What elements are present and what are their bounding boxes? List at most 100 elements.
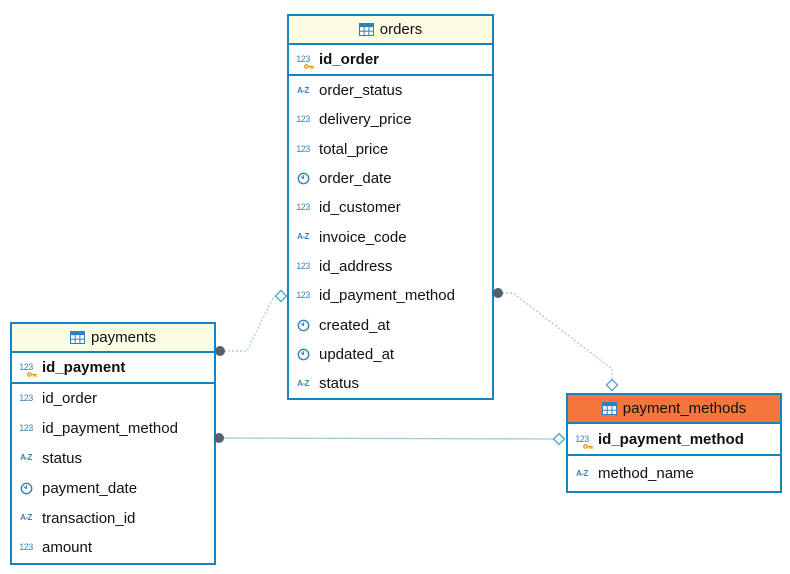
- type-icon: [294, 319, 312, 332]
- type-icon: 123: [294, 115, 312, 124]
- clock-icon: [297, 348, 309, 361]
- type-icon: A-Z: [294, 85, 312, 95]
- column-name: id_payment_method: [598, 430, 744, 448]
- entity-title: orders: [379, 21, 423, 38]
- type-icon: 123: [17, 424, 35, 433]
- column-name: id_payment: [42, 359, 126, 376]
- primary-key-row[interactable]: 123 id_order: [289, 45, 492, 76]
- entity-title: payment_methods: [622, 400, 747, 417]
- connector-circle-end: [493, 288, 503, 298]
- primary-key-row[interactable]: 123 id_payment_method: [568, 424, 780, 456]
- column-name: id_customer: [319, 199, 401, 217]
- number-type-icon: 123: [296, 290, 310, 301]
- entity-table-payment_methods[interactable]: payment_methods 123 id_payment_method A-…: [566, 393, 782, 493]
- rel-payments-to-orders[interactable]: [215, 289, 288, 357]
- column-row-id_address[interactable]: 123 id_address: [289, 251, 492, 282]
- number-type-icon: 123: [296, 114, 310, 125]
- table-grid-icon: [358, 23, 374, 36]
- type-icon: [17, 482, 35, 495]
- text-type-icon: A-Z: [297, 232, 309, 242]
- pk-type-icon: 123: [573, 434, 593, 449]
- column-name: delivery_price: [319, 111, 412, 129]
- column-name: amount: [42, 539, 93, 557]
- column-row-order_status[interactable]: A-Z order_status: [289, 76, 492, 106]
- entity-header[interactable]: payments: [12, 324, 214, 353]
- primary-key-row[interactable]: 123 id_payment: [12, 353, 214, 384]
- column-name: order_status: [319, 82, 403, 100]
- column-row-transaction_id[interactable]: A-Z transaction_id: [12, 503, 214, 533]
- type-icon: A-Z: [573, 468, 591, 478]
- type-icon: [294, 348, 312, 361]
- rel-orders-to-payment_methods[interactable]: [493, 288, 619, 392]
- entity-table-payments[interactable]: payments 123 id_payment 123 id_order 123…: [10, 322, 216, 565]
- column-name: id_address: [319, 257, 393, 275]
- entity-table-orders[interactable]: orders 123 id_order A-Z order_status 123…: [287, 14, 494, 401]
- type-icon: A-Z: [294, 378, 312, 388]
- key-icon: [26, 372, 37, 377]
- entity-title: payments: [90, 329, 157, 346]
- connector-diamond-end: [552, 432, 566, 446]
- column-row-created_at[interactable]: created_at: [289, 310, 492, 340]
- number-type-icon: 123: [19, 542, 33, 553]
- column-row-invoice_code[interactable]: A-Z invoice_code: [289, 222, 492, 252]
- number-type-icon: 123: [19, 363, 37, 377]
- column-name: id_order: [42, 390, 98, 408]
- text-type-icon: A-Z: [297, 85, 309, 95]
- column-row-status[interactable]: A-Z status: [12, 443, 214, 474]
- column-row-amount[interactable]: 123 amount: [12, 532, 214, 563]
- column-name: id_order: [319, 51, 380, 68]
- type-icon: A-Z: [17, 454, 35, 462]
- table-grid-icon: [601, 402, 617, 415]
- key-icon: [303, 64, 314, 69]
- column-row-id_order[interactable]: 123 id_order: [12, 384, 214, 414]
- clock-icon: [297, 172, 309, 185]
- column-row-order_date[interactable]: order_date: [289, 163, 492, 194]
- column-name: transaction_id: [42, 509, 136, 527]
- rel-payments-to-payment_methods[interactable]: [214, 432, 566, 446]
- column-row-id_payment_method[interactable]: 123 id_payment_method: [12, 413, 214, 444]
- text-type-icon: A-Z: [576, 468, 588, 478]
- type-icon: 123: [294, 203, 312, 212]
- column-row-total_price[interactable]: 123 total_price: [289, 134, 492, 164]
- number-type-icon: 123: [296, 202, 310, 213]
- type-icon: A-Z: [294, 233, 312, 241]
- column-name: invoice_code: [319, 228, 407, 246]
- entity-header[interactable]: orders: [289, 16, 492, 45]
- column-name: status: [42, 449, 83, 467]
- type-icon: 123: [294, 260, 312, 271]
- column-name: total_price: [319, 140, 389, 158]
- number-type-icon: 123: [296, 55, 314, 69]
- table-grid-icon: [69, 331, 85, 344]
- table-grid-icon: [358, 23, 374, 36]
- column-row-payment_date[interactable]: payment_date: [12, 473, 214, 504]
- relation-line[interactable]: [498, 292, 613, 380]
- key-icon: [582, 443, 593, 449]
- column-row-updated_at[interactable]: updated_at: [289, 339, 492, 369]
- column-list: A-Z method_name: [568, 456, 780, 491]
- number-type-icon: 123: [296, 260, 310, 271]
- column-row-delivery_price[interactable]: 123 delivery_price: [289, 105, 492, 135]
- number-type-icon: 123: [575, 434, 593, 449]
- number-type-icon: 123: [19, 393, 33, 404]
- connector-diamond-end: [605, 378, 619, 392]
- connector-circle-end: [215, 346, 225, 356]
- type-icon: A-Z: [17, 514, 35, 522]
- relation-line[interactable]: [220, 295, 276, 352]
- text-type-icon: A-Z: [297, 378, 309, 388]
- type-icon: 123: [17, 394, 35, 403]
- pk-type-icon: 123: [294, 55, 314, 69]
- type-icon: 123: [294, 291, 312, 300]
- text-type-icon: A-Z: [20, 453, 32, 463]
- relation-line[interactable]: [218, 437, 554, 440]
- column-name: created_at: [319, 316, 390, 334]
- column-row-id_payment_method[interactable]: 123 id_payment_method: [289, 281, 492, 311]
- entity-header[interactable]: payment_methods: [568, 395, 780, 424]
- column-row-method_name[interactable]: A-Z method_name: [568, 456, 780, 491]
- text-type-icon: A-Z: [20, 513, 32, 523]
- column-row-status[interactable]: A-Z status: [289, 368, 492, 399]
- column-row-id_customer[interactable]: 123 id_customer: [289, 193, 492, 223]
- type-icon: [294, 172, 312, 185]
- column-list: 123 id_order 123 id_payment_method A-Z s…: [12, 384, 214, 563]
- column-name: id_payment_method: [319, 287, 455, 305]
